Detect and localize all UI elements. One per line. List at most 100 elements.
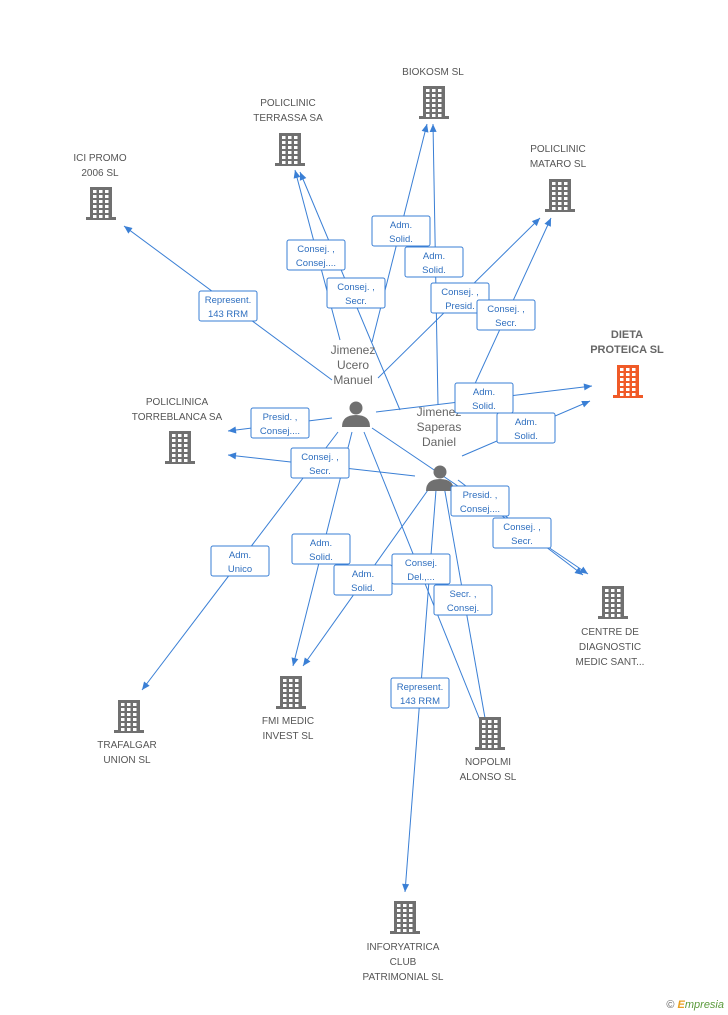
- company-name: CLUB: [390, 957, 417, 968]
- arrowhead: [544, 218, 551, 227]
- arrowhead: [228, 452, 237, 460]
- relation-label-text: Presid. ,: [463, 490, 498, 501]
- company-node-biokosm[interactable]: BIOKOSM SL: [402, 67, 464, 119]
- relation-label-text: Del.,...: [407, 572, 434, 583]
- relation-label-text: Consej. ,: [441, 287, 479, 298]
- building-icon: [114, 700, 144, 733]
- arrowhead: [124, 226, 133, 234]
- relation-label-text: Consej....: [296, 258, 336, 269]
- relation-label-text: Solid.: [351, 583, 375, 594]
- relation-label[interactable]: Consej. ,Presid.: [430, 282, 490, 314]
- company-name: ALONSO SL: [460, 772, 517, 783]
- arrowhead: [581, 400, 590, 408]
- company-name: ICI PROMO: [73, 153, 127, 164]
- relation-label[interactable]: Consej. , Consej....: [286, 239, 346, 271]
- relation-label[interactable]: Adm. Solid.: [333, 564, 393, 596]
- relation-label-box: [492, 517, 552, 549]
- relation-label[interactable]: Consej. ,Secr.: [290, 447, 350, 479]
- relation-label-text: Consej....: [460, 504, 500, 515]
- relation-label-text: Adm.: [352, 569, 374, 580]
- relation-label-text: Adm.: [310, 538, 332, 549]
- relation-label-text: Solid.: [472, 401, 496, 412]
- relation-label[interactable]: Consej. , Secr.: [476, 299, 536, 331]
- relation-label[interactable]: Represent. 143 RRM: [198, 290, 258, 322]
- edge-layer: [123, 123, 593, 893]
- company-name: POLICLINIC: [530, 144, 586, 155]
- relation-label[interactable]: Consej.Del.,...: [391, 553, 451, 585]
- building-icon: [165, 431, 195, 464]
- relation-label[interactable]: Presid. ,Consej....: [250, 407, 310, 439]
- arrowhead: [583, 383, 592, 391]
- building-icon: [475, 717, 505, 750]
- relation-label-text: Represent.: [205, 295, 251, 306]
- relation-label-text: 143 RRM: [400, 696, 440, 707]
- company-name: PATRIMONIAL SL: [363, 972, 444, 983]
- relation-label[interactable]: Adm. Solid.: [291, 533, 351, 565]
- relation-label[interactable]: Adm.Solid.: [371, 215, 431, 247]
- relation-label-box: [433, 584, 493, 616]
- relation-label-text: Solid.: [309, 552, 333, 563]
- relation-label[interactable]: Consej. ,Secr.: [492, 517, 552, 549]
- relation-label-box: [430, 282, 490, 314]
- relation-label[interactable]: Consej. ,Secr.: [326, 277, 386, 309]
- building-icon: [613, 365, 643, 398]
- arrowhead: [421, 124, 429, 133]
- relation-label-text: Consej.: [447, 603, 479, 614]
- company-name: POLICLINIC: [260, 98, 316, 109]
- person-icon: [342, 401, 370, 427]
- relation-label-text: 143 RRM: [208, 309, 248, 320]
- relation-label-box: [450, 485, 510, 517]
- company-name: UNION SL: [103, 755, 151, 766]
- relation-label[interactable]: Adm.Solid.: [496, 412, 556, 444]
- arrowhead: [228, 426, 237, 434]
- relation-label-text: Adm.: [423, 251, 445, 262]
- person-icon: [426, 465, 454, 491]
- relation-label[interactable]: Represent.143 RRM: [390, 677, 450, 709]
- building-icon: [598, 586, 628, 619]
- relation-label-box: [391, 553, 451, 585]
- relation-label-text: Consej. ,: [337, 282, 375, 293]
- relation-label[interactable]: Adm. Solid.: [454, 382, 514, 414]
- arrowhead: [531, 218, 540, 227]
- person-name: Daniel: [422, 435, 456, 449]
- person-name: Saperas: [417, 420, 462, 434]
- brand-initial: E: [677, 999, 685, 1011]
- arrowhead: [429, 124, 437, 133]
- relation-label-box: [371, 215, 431, 247]
- relation-label[interactable]: Adm.Solid.: [404, 246, 464, 278]
- node-layer: BIOKOSM SL POLICLINIC TERRASSA SA ICI PROMO…: [73, 67, 664, 983]
- relation-label-text: Consej. ,: [297, 244, 335, 255]
- arrowhead: [142, 681, 150, 690]
- company-name: TERRASSA SA: [253, 113, 323, 124]
- relation-label-text: Adm.: [473, 387, 495, 398]
- arrowhead: [291, 657, 299, 666]
- building-icon: [276, 676, 306, 709]
- relation-label-box: [291, 533, 351, 565]
- relation-label[interactable]: Presid. , Consej....: [450, 485, 510, 517]
- relation-label-text: Adm.: [390, 220, 412, 231]
- company-node-icipromo[interactable]: ICI PROMO 2006 SL: [73, 153, 127, 220]
- company-name: PROTEICA SL: [590, 344, 664, 356]
- company-name: 2006 SL: [81, 168, 119, 179]
- company-node-terrassa[interactable]: POLICLINIC TERRASSA SA: [253, 98, 323, 166]
- relation-label-text: Consej. ,: [503, 522, 541, 533]
- relation-label-box: [326, 277, 386, 309]
- relation-label[interactable]: Adm.Unico: [210, 545, 270, 577]
- building-icon: [419, 86, 449, 119]
- relation-label[interactable]: Secr. ,Consej.: [433, 584, 493, 616]
- relation-label-text: Secr.: [495, 318, 517, 329]
- person-name: Ucero: [337, 358, 369, 372]
- relation-label-text: Consej. ,: [487, 304, 525, 315]
- relation-label-text: Adm.: [515, 417, 537, 428]
- brand-name: mpresia: [684, 999, 724, 1011]
